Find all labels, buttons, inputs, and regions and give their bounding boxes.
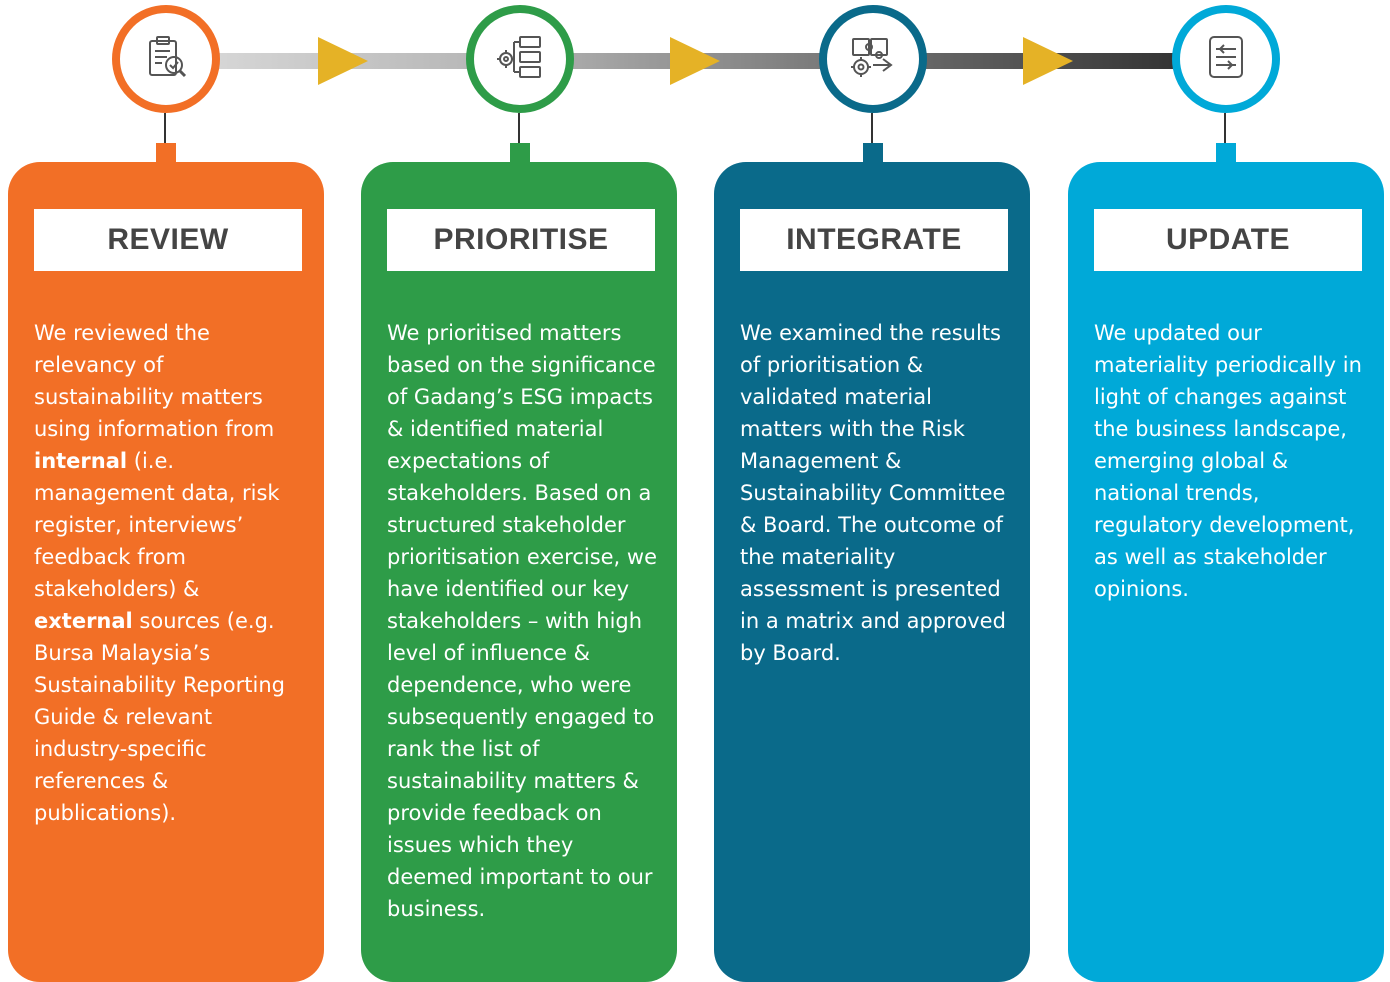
review-tab: [156, 143, 176, 165]
document-update-icon: [1200, 31, 1252, 88]
prioritise-title: PRIORITISE: [387, 209, 655, 271]
integrate-title: INTEGRATE: [740, 209, 1008, 271]
prioritise-description: We prioritised matters based on the sign…: [387, 321, 658, 921]
review-card: REVIEW We reviewed the relevancy of sust…: [8, 162, 324, 982]
update-card: UPDATE We updated our materiality period…: [1068, 162, 1384, 982]
clipboard-check-icon: [140, 31, 192, 88]
prioritise-icon-circle: [466, 5, 574, 113]
gear-list-icon: [492, 29, 548, 90]
update-title: UPDATE: [1094, 209, 1362, 271]
update-connector: [1224, 113, 1226, 143]
review-description: We reviewed the relevancy of sustainabil…: [34, 317, 299, 829]
puzzle-gear-icon: [845, 29, 901, 90]
prioritise-tab: [510, 143, 530, 165]
review-text-3: sources (e.g. Bursa Malaysia’s Sustainab…: [34, 609, 285, 825]
review-icon-circle: [112, 5, 220, 113]
integrate-connector: [871, 113, 873, 143]
prioritise-card: PRIORITISE We prioritised matters based …: [361, 162, 677, 982]
update-icon-circle: [1172, 5, 1280, 113]
review-bold-internal: internal: [34, 449, 128, 473]
integrate-icon-circle: [819, 5, 927, 113]
update-tab: [1216, 143, 1236, 165]
integrate-tab: [863, 143, 883, 165]
prioritise-connector: [518, 113, 520, 143]
review-title: REVIEW: [34, 209, 302, 271]
integrate-description: We examined the results of prioritisatio…: [740, 321, 1006, 665]
integrate-card: INTEGRATE We examined the results of pri…: [714, 162, 1030, 982]
update-description: We updated our materiality periodically …: [1094, 321, 1362, 601]
arrow-2-icon: [670, 37, 720, 85]
arrow-3-icon: [1023, 37, 1073, 85]
review-bold-external: external: [34, 609, 133, 633]
arrow-1-icon: [318, 37, 368, 85]
review-text-1: We reviewed the relevancy of sustainabil…: [34, 321, 275, 441]
review-connector: [164, 113, 166, 143]
review-text-2: (i.e. management data, risk register, in…: [34, 449, 280, 601]
